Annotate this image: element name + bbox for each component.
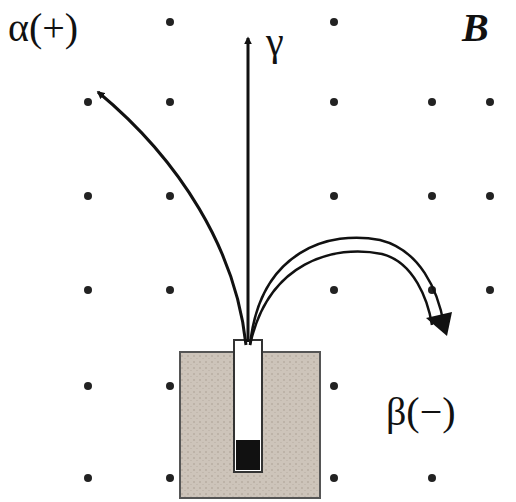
field-dot [428, 474, 436, 482]
particle-label: α(+) [8, 8, 78, 48]
field-dot [428, 98, 436, 106]
field-dot [84, 286, 92, 294]
field-dot [330, 382, 338, 390]
radioactive-source [236, 440, 260, 470]
beta-track [250, 252, 432, 345]
field-dot [486, 98, 494, 106]
field-dot [84, 474, 92, 482]
field-dot [84, 98, 92, 106]
field-dot [428, 192, 436, 200]
field-dot [330, 18, 338, 26]
field-dot [84, 382, 92, 390]
field-dot [166, 382, 174, 390]
field-dot [330, 474, 338, 482]
field-dot [166, 474, 174, 482]
field-dot [166, 98, 174, 106]
field-dot [330, 192, 338, 200]
field-dot [330, 286, 338, 294]
gamma-ray [247, 38, 250, 342]
particle-label: γ [266, 22, 284, 62]
alpha-track [98, 92, 246, 345]
field-dot [84, 192, 92, 200]
beta-arrowhead [426, 312, 452, 336]
particle-label: β(−) [386, 392, 456, 432]
field-dot [330, 98, 338, 106]
slot [234, 340, 262, 472]
field-label: B [462, 8, 489, 48]
beta-track [250, 238, 444, 345]
field-dot [166, 18, 174, 26]
field-dot [166, 286, 174, 294]
field-dot [166, 192, 174, 200]
field-dot [486, 286, 494, 294]
field-dot [486, 192, 494, 200]
